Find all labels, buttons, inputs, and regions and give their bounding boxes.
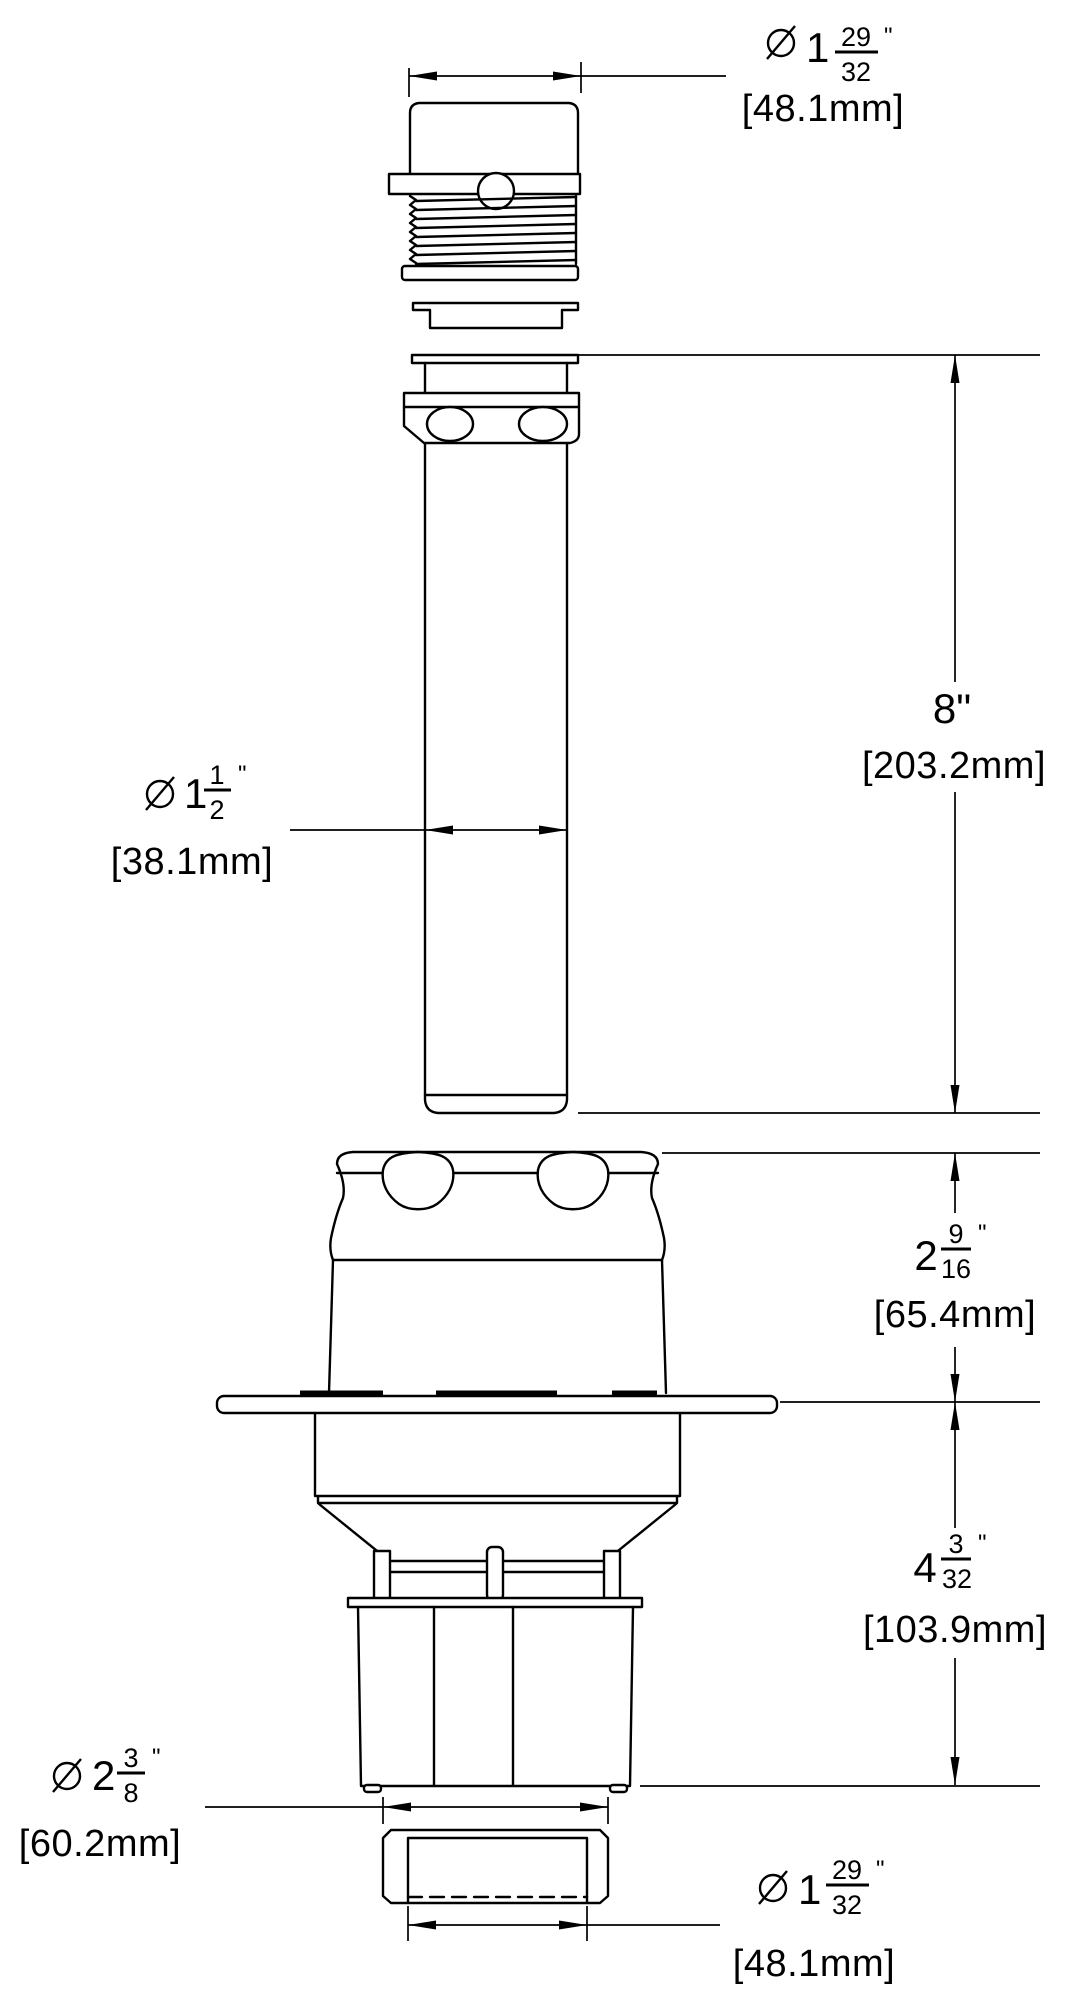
tube-neck (423, 361, 569, 395)
washer (411, 301, 580, 330)
arrowhead-left (383, 1802, 411, 1812)
dim-lines (578, 354, 1040, 1114)
strainer-basket (346, 1596, 644, 1794)
arrowhead-right (553, 71, 581, 81)
dim-lines (640, 1402, 1040, 1787)
body-neck (313, 1412, 682, 1561)
basket-foot-right (608, 1783, 629, 1794)
outlet-nut (381, 1828, 610, 1905)
tube-diameter-metric: [38.1mm] (111, 841, 273, 883)
dim-upper-body-height: 2 9 16 " [65.4mm] (662, 1152, 1040, 1403)
arrowhead-right (559, 1920, 587, 1930)
flange-diameter-numerator: 3 (123, 1743, 138, 1773)
upper-body-whole: 2 (914, 1232, 937, 1279)
cap-diameter-metric: [48.1mm] (742, 88, 904, 130)
lower-body-whole: 4 (913, 1544, 936, 1591)
outlet-diameter-whole: 1 (798, 1866, 821, 1913)
wing-tab-left (425, 405, 475, 443)
flange-diameter-inch-mark: " (152, 1744, 161, 1771)
arrowhead-top (950, 355, 960, 383)
cage-pins (372, 1545, 622, 1602)
arrowhead-left (409, 71, 437, 81)
pin-center (485, 1545, 505, 1602)
arrowhead-top (950, 1153, 960, 1181)
body-opening-right (536, 1150, 610, 1211)
flange-diameter-metric: [60.2mm] (19, 1823, 181, 1865)
tailpiece-tube (402, 353, 581, 1115)
tube-diameter-whole: 1 (184, 770, 207, 817)
drain-body (300, 1150, 668, 1396)
thread-zigzag-edge (408, 194, 418, 265)
flange-diameter-denominator: 8 (123, 1778, 138, 1808)
tube-top-flange (410, 353, 580, 365)
arrowhead-bottom (950, 1085, 960, 1113)
slip-nut-band (402, 391, 581, 409)
cap-diameter-numerator: 29 (841, 22, 871, 52)
diameter-symbol-icon (52, 1758, 82, 1793)
basket-top-plate (346, 1596, 644, 1609)
body-mid-walls (327, 1258, 668, 1395)
dim-cap-diameter: 1 29 32 " [48.1mm] (408, 22, 904, 130)
arrowhead-left (408, 1920, 436, 1930)
dim-flange-diameter: 2 3 8 " [60.2mm] (19, 1743, 609, 1865)
upper-body-numerator: 9 (948, 1219, 963, 1249)
neck-outline (313, 1412, 682, 1505)
outlet-diameter-denominator: 32 (832, 1890, 862, 1920)
wing-tab-right (517, 405, 569, 443)
cap-diameter-denominator: 32 (841, 57, 871, 87)
arrowhead-bottom (950, 1374, 960, 1402)
cap-nut (387, 101, 582, 211)
outlet-diameter-metric: [48.1mm] (733, 1943, 895, 1985)
thread-bottom-rim (400, 264, 580, 282)
dim-lines (408, 62, 726, 97)
mounting-flange (215, 1394, 779, 1415)
arrowhead-right (580, 1802, 608, 1812)
dim-lines (205, 1797, 609, 1824)
ball-detail (476, 171, 516, 211)
diameter-symbol-icon (758, 1870, 788, 1905)
arrowhead-left (425, 825, 453, 835)
cap-diameter-inch-mark: " (884, 23, 893, 50)
threaded-section (400, 194, 580, 282)
tube-diameter-numerator: 1 (209, 760, 224, 790)
pin-right (602, 1549, 622, 1602)
tube-diameter-inch-mark: " (238, 761, 247, 788)
arrowhead-bottom (950, 1757, 960, 1785)
cap-outline (408, 101, 580, 176)
dim-lower-body-height: 4 3 32 " [103.9mm] (640, 1402, 1047, 1787)
body-top (329, 1150, 666, 1262)
cap-diameter-whole: 1 (806, 24, 829, 71)
basket-walls (356, 1605, 635, 1788)
diameter-symbol-icon (766, 25, 796, 60)
arrowhead-top (950, 1402, 960, 1430)
nut-inner-lines (406, 1836, 589, 1905)
upper-body-denominator: 16 (941, 1254, 971, 1284)
diameter-symbol-icon (145, 776, 175, 811)
lower-body-numerator: 3 (948, 1529, 963, 1559)
tube-diameter-denominator: 2 (209, 795, 224, 825)
tube-length-metric: [203.2mm] (862, 745, 1046, 787)
lower-body-metric: [103.9mm] (863, 1609, 1047, 1651)
nut-outline (381, 1828, 610, 1905)
outlet-diameter-inch-mark: " (876, 1856, 885, 1883)
arrowhead-right (539, 825, 567, 835)
upper-body-inch-mark: " (978, 1220, 987, 1247)
dim-lines (662, 1152, 1040, 1403)
flange-diameter-whole: 2 (92, 1752, 115, 1799)
dim-outlet-diameter: 1 29 32 " [48.1mm] (407, 1855, 895, 1985)
dim-tube-diameter: 1 1 2 " [38.1mm] (111, 760, 567, 883)
pin-left (372, 1549, 392, 1602)
lower-body-denominator: 32 (942, 1564, 972, 1594)
thread-lines (414, 195, 578, 266)
outlet-diameter-numerator: 29 (832, 1855, 862, 1885)
tube-body (423, 443, 569, 1115)
upper-body-metric: [65.4mm] (874, 1294, 1036, 1336)
body-opening-left (381, 1150, 455, 1211)
tube-length-imperial: 8" (933, 685, 971, 732)
dim-tube-length: 8" [203.2mm] (578, 354, 1046, 1114)
basket-foot-left (362, 1783, 383, 1794)
lower-body-inch-mark: " (978, 1530, 987, 1557)
